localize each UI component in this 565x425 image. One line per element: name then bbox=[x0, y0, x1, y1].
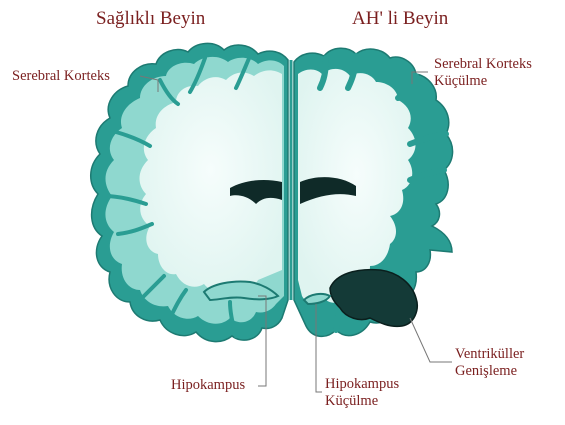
label-hippocampus-left: Hipokampus bbox=[171, 377, 245, 394]
label-ventricles-line2: Genişleme bbox=[455, 363, 524, 380]
label-hippocampus-right: Hipokampus Küçülme bbox=[325, 376, 399, 410]
label-cerebral-cortex-right: Serebral Korteks Küçülme bbox=[434, 56, 532, 90]
left-hemisphere-healthy bbox=[91, 43, 288, 341]
label-ventricles-line1: Ventriküller bbox=[455, 346, 524, 363]
label-cerebral-cortex-left: Serebral Korteks bbox=[12, 68, 110, 85]
right-hemisphere-ad bbox=[294, 48, 453, 336]
label-hippocampus-right-line1: Hipokampus bbox=[325, 376, 399, 393]
label-cerebral-cortex-right-line1: Serebral Korteks bbox=[434, 56, 532, 73]
label-ventricles: Ventriküller Genişleme bbox=[455, 346, 524, 380]
label-hippocampus-right-line2: Küçülme bbox=[325, 393, 399, 410]
label-cerebral-cortex-right-line2: Küçülme bbox=[434, 73, 532, 90]
